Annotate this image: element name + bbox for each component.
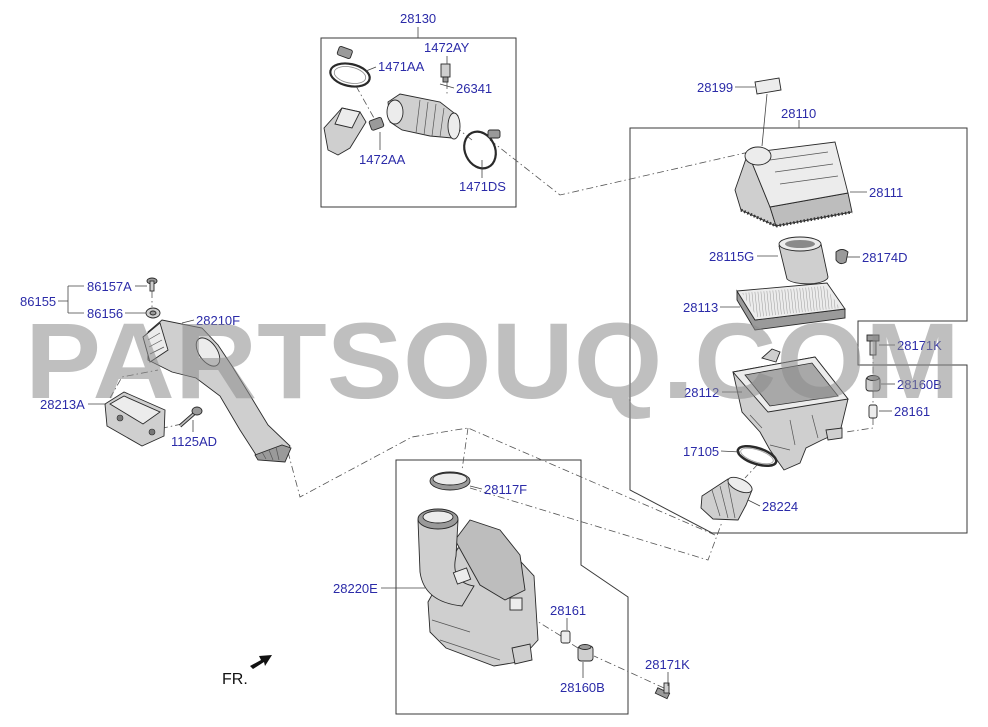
watermark: PARTSOUQ.COM [25,300,960,421]
callout-17105[interactable]: 17105 [683,444,719,459]
callout-28213A[interactable]: 28213A [40,397,85,412]
screw-part [146,277,158,292]
callout-28171K-right[interactable]: 28171K [897,338,942,353]
gasket-ring [736,444,778,468]
outlet-hose [700,476,753,521]
label-tag [754,77,782,147]
bolt-lower [654,682,671,700]
intake-hose [386,93,461,140]
callout-86156[interactable]: 86156 [87,306,123,321]
filter-element [736,282,846,331]
callout-28160B-lower[interactable]: 28160B [560,680,605,695]
callout-28112[interactable]: 28112 [684,385,719,400]
air-cleaner-body [732,348,849,471]
callout-28110[interactable]: 28110 [781,106,816,121]
resonator-large [417,508,539,667]
bolt-left [178,406,203,428]
hose-clamp-lower [463,129,501,170]
callout-1472AY[interactable]: 1472AY [424,40,470,55]
dashed-connectors [109,82,874,689]
callout-1472AA[interactable]: 1472AA [359,152,406,167]
group-box-28110 [629,127,968,534]
callout-28174D[interactable]: 28174D [862,250,908,265]
callout-1471AA[interactable]: 1471AA [378,59,425,74]
duct-bracket [104,391,166,447]
callout-26341[interactable]: 26341 [456,81,492,96]
clip-part [835,249,849,265]
callout-28160B-right[interactable]: 28160B [897,377,942,392]
leader-lines [58,27,895,686]
callout-86157A[interactable]: 86157A [87,279,132,294]
front-direction-arrow-icon [250,655,272,669]
collar-right [868,404,878,419]
callout-28113[interactable]: 28113 [683,300,718,315]
callout-28111[interactable]: 28111 [869,185,903,200]
grommet-right [865,375,881,392]
callout-28210F[interactable]: 28210F [196,313,240,328]
intake-duct [142,319,292,463]
bolt-right [866,334,880,356]
front-direction-label: FR. [222,671,248,688]
callout-1471DS[interactable]: 1471DS [459,179,506,194]
resonator-small [323,107,385,156]
callout-28115G[interactable]: 28115G [709,249,754,264]
callout-28199[interactable]: 28199 [697,80,733,95]
air-guide-tube [778,236,829,285]
group-box-28220E [395,459,629,715]
callout-1125AD[interactable]: 1125AD [171,434,217,449]
callout-86155[interactable]: 86155 [20,294,56,309]
clip-small [145,307,161,319]
seal-ring [429,471,471,491]
callout-28161-lower[interactable]: 28161 [550,603,586,618]
air-cleaner-cover [734,141,853,228]
callout-28117F[interactable]: 28117F [484,482,527,497]
callout-28161-right[interactable]: 28161 [894,404,930,419]
callout-28130[interactable]: 28130 [400,11,436,26]
collar-lower [560,630,571,644]
group-box-28130 [320,37,517,208]
grommet-lower [577,644,594,662]
callout-28224[interactable]: 28224 [762,499,798,514]
hose-clamp-upper [329,45,371,88]
sensor-part [440,63,451,83]
callout-28220E[interactable]: 28220E [333,581,378,596]
callout-28171K-lower[interactable]: 28171K [645,657,690,672]
